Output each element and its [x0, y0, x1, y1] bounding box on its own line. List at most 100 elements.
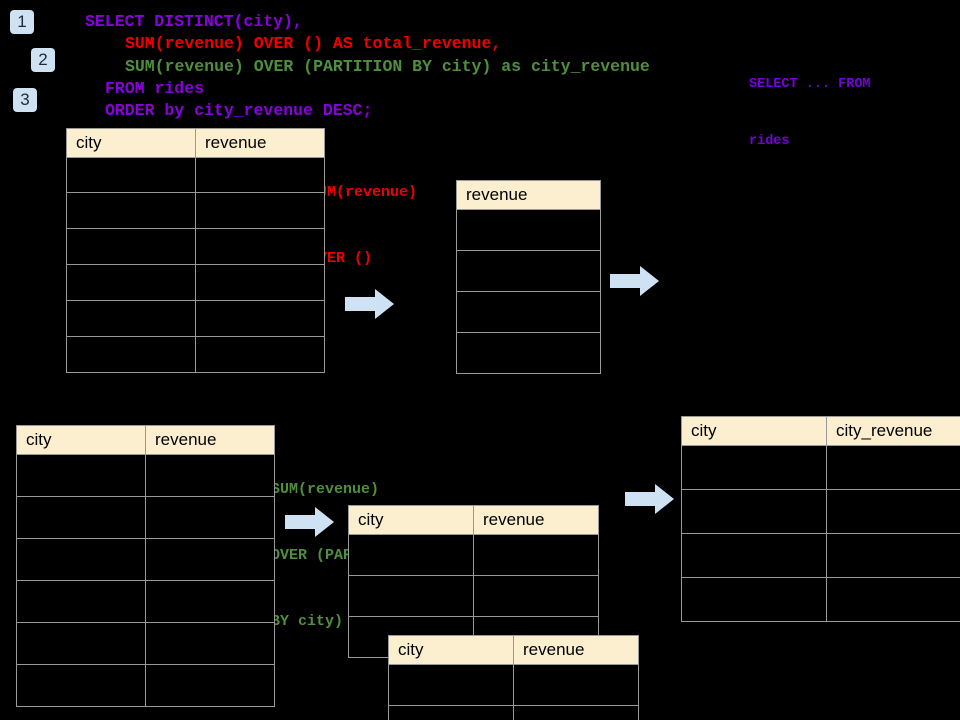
table-row	[348, 575, 599, 617]
table-cell	[388, 705, 514, 720]
table-row	[66, 192, 325, 229]
annotation-sum-over-partition-line3: BY city)	[271, 613, 344, 630]
table-row	[66, 336, 325, 373]
arrow-top-left	[345, 288, 395, 325]
table-row	[388, 705, 639, 720]
arrow-bottom-left	[285, 506, 335, 543]
table-cell	[826, 445, 960, 490]
table-partition-front-header-revenue: revenue	[513, 635, 639, 665]
table-result-body: city city_revenue	[681, 416, 960, 622]
table-cell	[473, 575, 599, 617]
table-cell	[388, 664, 514, 706]
table-cell	[456, 209, 601, 251]
table-cell	[826, 489, 960, 534]
table-cell	[348, 534, 474, 576]
annotation-sum-over-partition-line1: SUM(revenue)	[271, 481, 380, 498]
table-row	[66, 264, 325, 301]
table-cell	[681, 577, 827, 622]
arrow-top-right	[610, 265, 660, 302]
table-cell	[681, 445, 827, 490]
step-badge-1-label: 1	[17, 12, 27, 31]
table-cell	[66, 264, 196, 301]
sql-line-select-distinct: SELECT DISTINCT(city),	[85, 12, 303, 31]
table-cell	[66, 157, 196, 193]
table-cell	[16, 538, 146, 581]
table-cell	[195, 264, 325, 301]
arrow-right-icon	[610, 266, 659, 296]
arrow-bottom-right	[625, 483, 675, 520]
table-row	[66, 228, 325, 265]
table-row	[16, 538, 275, 581]
table-row	[16, 664, 275, 707]
table-row	[681, 489, 960, 534]
table-total-revenue-header-revenue: revenue	[456, 180, 601, 210]
table-row	[681, 445, 960, 490]
sql-line-from-rides: FROM rides	[105, 79, 205, 98]
table-cell	[145, 622, 275, 665]
table-result: city city_revenue	[681, 416, 960, 622]
table-cell	[16, 454, 146, 497]
table-row	[681, 577, 960, 622]
step-badge-1: 1	[10, 10, 34, 34]
table-row	[456, 209, 601, 251]
table-cell	[456, 291, 601, 333]
table-row	[456, 250, 601, 292]
table-rides-top-body: city revenue	[66, 128, 325, 373]
sql-line-sum-over-partition: SUM(revenue) OVER (PARTITION BY city) as…	[125, 57, 650, 76]
table-partition-front: city revenue	[388, 635, 639, 720]
table-cell	[66, 300, 196, 337]
table-result-header-city: city	[681, 416, 827, 446]
annotation-select-from-rides: SELECT ... FROM rides	[749, 37, 871, 189]
table-cell	[195, 192, 325, 229]
table-rides-top-header-city: city	[66, 128, 196, 158]
table-cell	[16, 580, 146, 623]
table-cell	[681, 489, 827, 534]
table-row	[388, 664, 639, 706]
table-cell	[195, 336, 325, 373]
arrow-right-icon	[285, 507, 334, 537]
table-cell	[195, 157, 325, 193]
table-cell	[195, 300, 325, 337]
table-partition-back-header-city: city	[348, 505, 474, 535]
table-row	[66, 157, 325, 193]
table-cell	[66, 228, 196, 265]
table-row	[16, 496, 275, 539]
table-row	[66, 300, 325, 337]
table-cell	[145, 538, 275, 581]
table-cell	[456, 250, 601, 292]
table-row	[456, 332, 601, 374]
table-result-header-row: city city_revenue	[681, 416, 960, 446]
sql-line-sum-over-total: SUM(revenue) OVER () AS total_revenue,	[125, 34, 502, 53]
table-total-revenue-header-row: revenue	[456, 180, 601, 210]
table-cell	[681, 533, 827, 578]
table-row	[348, 534, 599, 576]
step-badge-3: 3	[13, 88, 37, 112]
table-row	[456, 291, 601, 333]
table-row	[16, 580, 275, 623]
table-total-revenue: revenue	[456, 180, 601, 374]
table-cell	[513, 664, 639, 706]
table-cell	[16, 664, 146, 707]
table-rides-top: city revenue	[66, 128, 325, 373]
table-cell	[145, 496, 275, 539]
table-cell	[145, 580, 275, 623]
table-cell	[456, 332, 601, 374]
step-badge-3-label: 3	[20, 90, 30, 109]
table-cell	[16, 622, 146, 665]
table-cell	[348, 575, 474, 617]
table-total-revenue-body: revenue	[456, 180, 601, 374]
table-cell	[826, 577, 960, 622]
step-badge-2: 2	[31, 48, 55, 72]
table-cell	[826, 533, 960, 578]
table-row	[16, 454, 275, 497]
sql-line-order-by: ORDER by city_revenue DESC;	[105, 101, 373, 120]
table-partition-back-header-revenue: revenue	[473, 505, 599, 535]
annotation-sum-over-empty-line2: OVER ()	[309, 250, 373, 267]
table-row	[16, 622, 275, 665]
arrow-right-icon	[625, 484, 674, 514]
table-partition-back-header-row: city revenue	[348, 505, 599, 535]
table-cell	[66, 336, 196, 373]
table-cell	[145, 664, 275, 707]
table-rides-bottom-header-revenue: revenue	[145, 425, 275, 455]
